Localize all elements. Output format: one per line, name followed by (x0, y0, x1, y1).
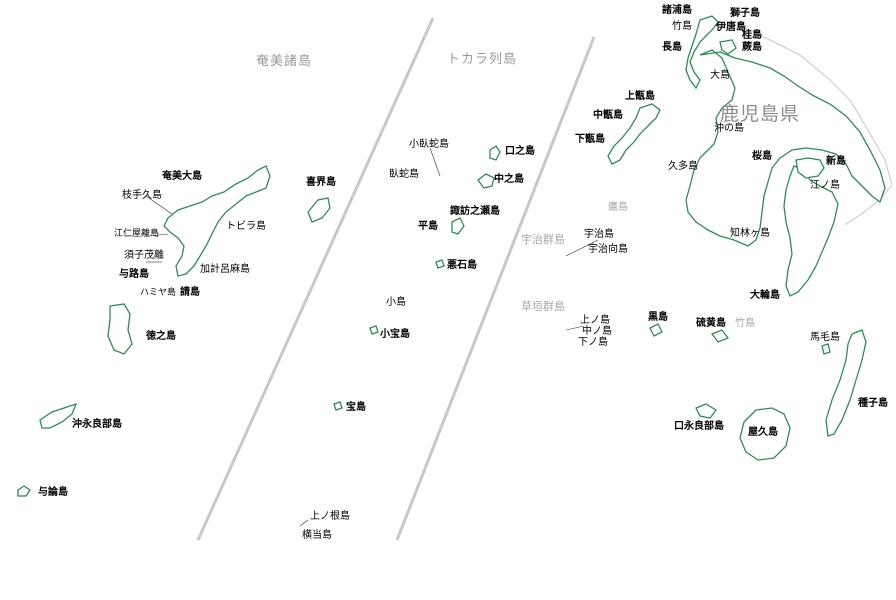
okinoerabu-outline (39, 402, 78, 429)
label-nakakoshiki: 中甑島 (593, 110, 623, 121)
label-yoron: 与論島 (38, 487, 68, 498)
label-katsura: 桂島 (742, 30, 762, 41)
label-kuchinoerabu: 口永良部島 (674, 421, 724, 432)
divider-line-1 (196, 17, 435, 541)
label-kusagaki: 草垣群島 (521, 300, 565, 313)
label-nakanoshima: 中之島 (494, 174, 524, 185)
label-ujishima: 宇治島 (584, 229, 614, 240)
label-amami-oshima: 奄美大島 (162, 171, 202, 182)
label-kutashima: 久多島 (668, 161, 698, 172)
label-takarajima: 宝島 (346, 402, 366, 413)
tanegashima-outline (825, 329, 867, 437)
label-kojima: 小島 (386, 297, 406, 308)
label-eniyabanare: 江仁屋離島 (114, 229, 160, 239)
label-takeshima-n: 竹島 (672, 21, 692, 32)
label-yakushima: 屋久島 (748, 427, 778, 438)
label-yokoatejima: 横当島 (302, 530, 332, 541)
label-kaminoshima: 上ノ島 (580, 315, 610, 326)
label-ujimukaijima: 宇治向島 (588, 244, 628, 255)
satsuma-peninsula (685, 49, 886, 247)
label-okinoerabu: 沖永良部島 (72, 419, 122, 430)
label-kamikoshiki: 上甑島 (625, 91, 655, 102)
label-shishi: 獅子島 (730, 8, 760, 19)
yakushima-outline (739, 407, 791, 461)
label-tairajima: 平島 (418, 221, 438, 232)
label-ukeshima: 請島 (180, 287, 200, 298)
yoron-outline (17, 485, 31, 497)
region-label-tokara: トカラ列島 (447, 52, 518, 67)
label-tanegashima: 種子島 (858, 398, 888, 409)
label-moroura: 諸浦島 (662, 5, 692, 16)
label-oshima-n: 大島 (710, 70, 730, 81)
tokunoshima-outline (107, 303, 133, 355)
label-tokunoshima: 徳之島 (146, 331, 176, 342)
region-label-amami: 奄美諸島 (256, 54, 313, 69)
prefecture-label: 鹿児島県 (720, 103, 801, 125)
kodakara-outline (369, 325, 379, 335)
label-takashima: 鷹島 (608, 202, 628, 213)
label-kuroshima: 黒島 (648, 312, 668, 323)
label-suwanosejima: 諏訪之瀬島 (450, 206, 500, 217)
kuchinoerabu-outline (695, 403, 717, 419)
label-enoshima: 江ノ島 (810, 180, 840, 191)
mageshima-outline (821, 343, 831, 355)
label-kikai: 喜界島 (306, 177, 336, 188)
label-chirin: 知林ヶ島 (730, 228, 770, 239)
label-takeshima-s: 竹島 (735, 318, 755, 329)
nakanoshima-outline (477, 173, 495, 189)
prefecture-border (739, 25, 893, 226)
label-kakeromajima: 加計呂麻島 (200, 264, 250, 275)
label-okinoshima: 沖の島 (714, 123, 744, 134)
label-gajajima: 臥蛇島 (389, 169, 419, 180)
sakurajima-outline (795, 157, 825, 179)
takara-outline (333, 401, 343, 411)
amami-oshima-outline (163, 165, 271, 277)
label-warabi: 蕨島 (742, 42, 762, 53)
label-sukomobanare: 須子茂離 (124, 250, 164, 261)
label-shimokoshiki: 下甑島 (575, 134, 605, 145)
kuchinoshima-outline (489, 145, 501, 161)
label-nagashima: 長島 (662, 42, 682, 53)
kuroshima-outline (649, 323, 663, 337)
label-yoro: 与路島 (119, 269, 149, 280)
label-nakanoshima-k: 中ノ島 (582, 326, 612, 337)
label-shinjima: 新島 (826, 156, 846, 167)
label-hamiya: ハミヤ島 (140, 288, 177, 298)
label-kaminonejima: 上ノ根島 (310, 511, 350, 522)
label-sakurajima: 桜島 (752, 151, 772, 162)
akuseki-outline (435, 259, 445, 269)
koshiki-islands (607, 103, 661, 165)
label-kuchinoshima: 口之島 (505, 146, 535, 157)
label-akusekijima: 悪石島 (447, 260, 477, 271)
label-edateku: 枝手久島 (122, 190, 162, 201)
suwanose-outline (451, 217, 465, 235)
label-ujigunto: 宇治群島 (521, 233, 565, 246)
label-iojima: 硫黄島 (696, 318, 726, 329)
osumi-peninsula (783, 165, 839, 297)
label-mageshima: 馬毛島 (810, 332, 840, 343)
label-kodakarajima: 小宝島 (380, 329, 410, 340)
kikai-outline (307, 197, 331, 223)
nagashima-group (685, 15, 719, 90)
divider-line-2 (395, 36, 596, 541)
label-onejima: 大輪島 (750, 290, 780, 301)
label-tobira: トビラ島 (226, 221, 266, 232)
label-shimonoshima: 下ノ島 (578, 337, 608, 348)
iojima-outline (710, 329, 730, 343)
label-kogajajima: 小臥蛇島 (409, 139, 449, 150)
label-ibashima: 伊唐島 (716, 22, 746, 33)
